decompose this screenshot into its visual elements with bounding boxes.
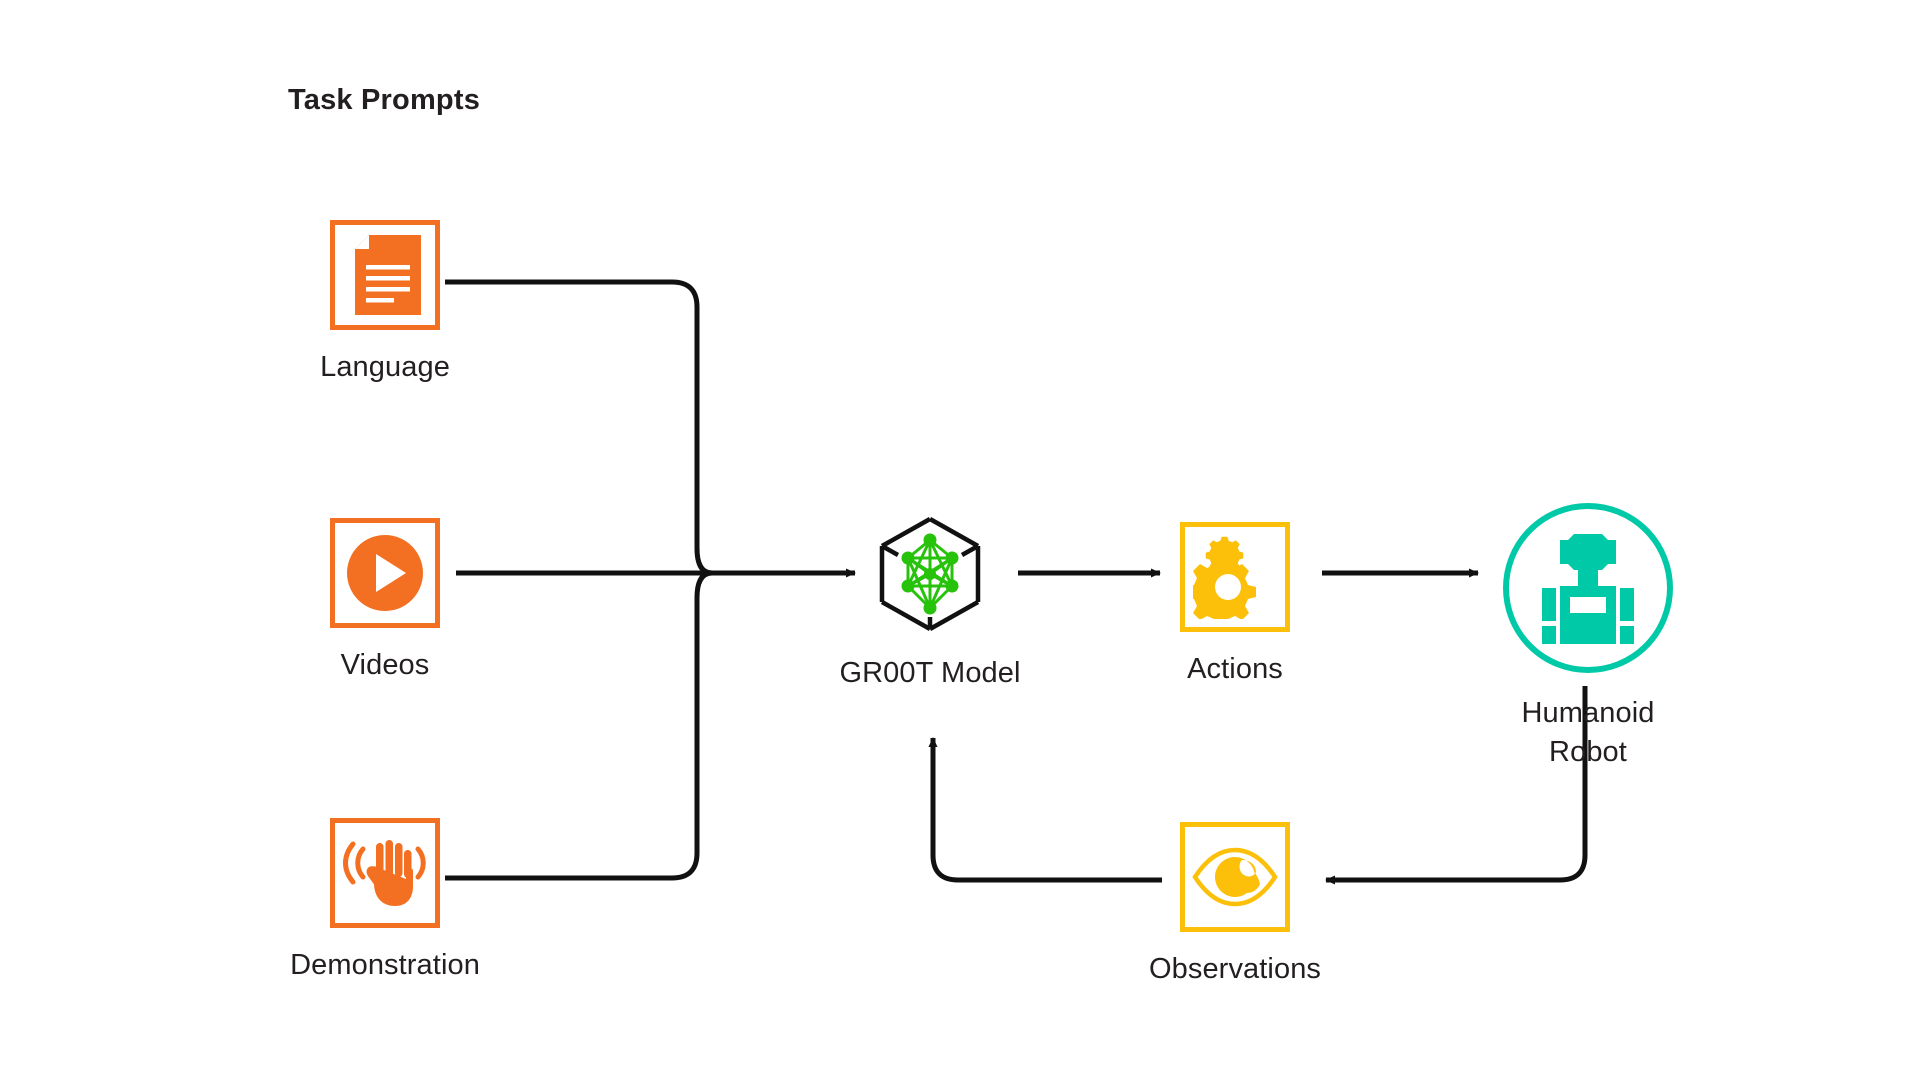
edge-language-to-groot — [445, 279, 713, 576]
play-circle-icon — [347, 535, 423, 611]
node-videos[interactable]: Videos — [330, 518, 440, 685]
node-label-humanoid-robot: Humanoid Robot — [1521, 697, 1655, 768]
node-observations[interactable]: Observations — [1149, 822, 1321, 989]
videos-icon-box[interactable] — [330, 518, 440, 628]
node-demonstration[interactable]: Demonstration — [290, 818, 480, 985]
language-icon-box[interactable] — [330, 220, 440, 330]
eye-icon — [1192, 847, 1278, 907]
neural-network-cube-icon[interactable] — [868, 512, 992, 636]
node-groot-model[interactable]: GR00T Model — [839, 512, 1020, 693]
humanoid-robot-icon[interactable] — [1498, 498, 1678, 678]
node-label-actions: Actions — [1187, 653, 1283, 685]
waving-hand-icon — [343, 840, 426, 906]
section-title-task-prompts: Task Prompts — [288, 84, 481, 116]
gears-icon — [1193, 536, 1264, 619]
document-icon — [355, 235, 421, 315]
node-label-demonstration: Demonstration — [290, 949, 480, 981]
edge-demonstration-to-groot — [445, 570, 713, 881]
node-label-videos: Videos — [340, 649, 430, 681]
demonstration-icon-box[interactable] — [330, 818, 440, 928]
observations-icon-box[interactable] — [1180, 822, 1290, 932]
node-label-language: Language — [320, 351, 450, 383]
node-label-groot-model: GR00T Model — [839, 657, 1021, 689]
actions-icon-box[interactable] — [1180, 522, 1290, 632]
node-language[interactable]: Language — [320, 220, 450, 387]
node-humanoid-robot[interactable]: Humanoid Robot — [1498, 498, 1678, 772]
edge-observations-to-groot — [928, 737, 1162, 883]
node-actions[interactable]: Actions — [1180, 522, 1290, 689]
node-label-observations: Observations — [1148, 953, 1322, 985]
